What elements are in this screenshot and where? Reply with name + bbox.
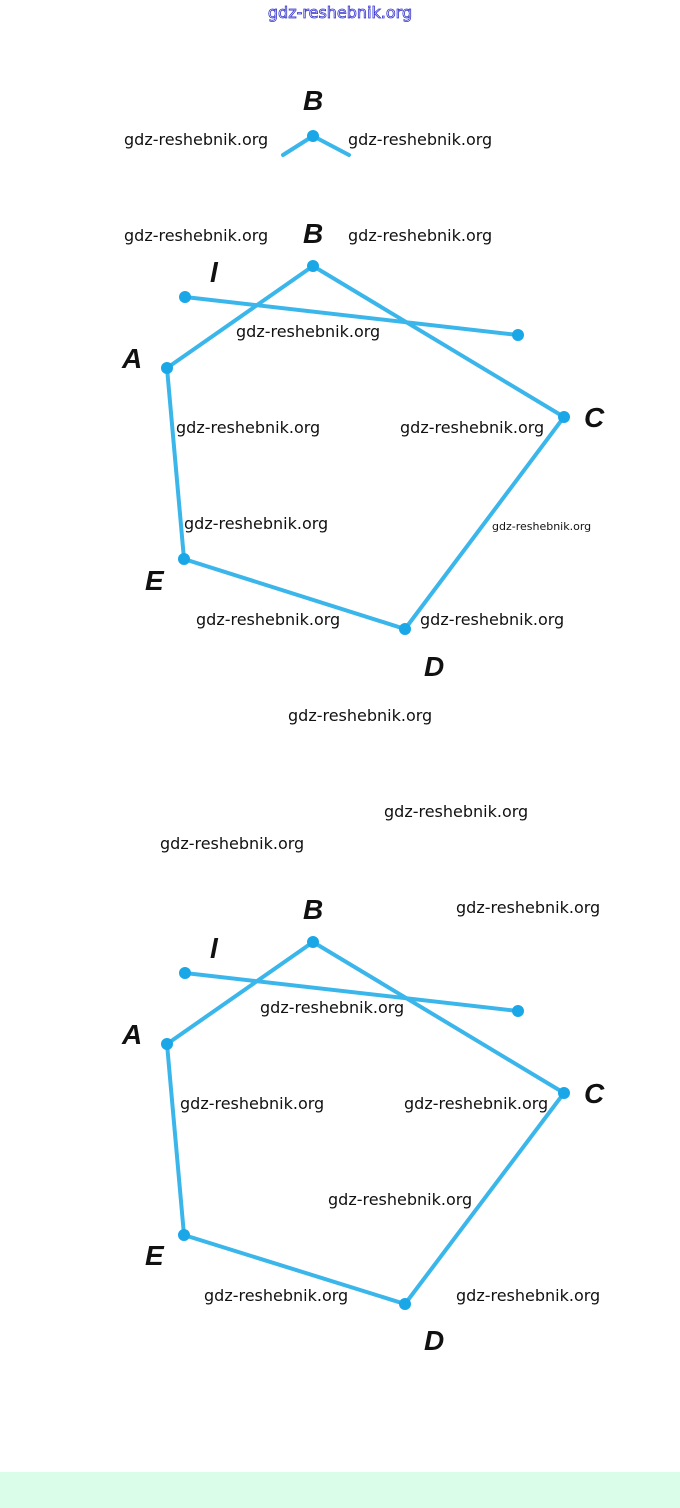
watermark: gdz-reshebnik.org bbox=[176, 418, 320, 437]
watermark: gdz-reshebnik.org bbox=[348, 226, 492, 245]
point-e bbox=[178, 1229, 190, 1241]
segment-bc-fragment bbox=[311, 134, 351, 157]
point-d bbox=[399, 623, 411, 635]
figure-2: A B C D E l bbox=[121, 894, 605, 1356]
label-c: C bbox=[584, 1078, 605, 1109]
watermark: gdz-reshebnik.org bbox=[404, 1094, 548, 1113]
point-c bbox=[558, 1087, 570, 1099]
watermark: gdz-reshebnik.org bbox=[180, 1094, 324, 1113]
label-l: l bbox=[210, 933, 219, 964]
figure-fragment: B bbox=[281, 85, 351, 157]
point-l-end bbox=[512, 329, 524, 341]
point-c bbox=[558, 411, 570, 423]
watermark: gdz-reshebnik.org bbox=[184, 514, 328, 533]
watermark: gdz-reshebnik.org bbox=[420, 610, 564, 629]
site-header[interactable]: gdz-reshebnik.org bbox=[267, 3, 412, 23]
line-l bbox=[183, 295, 520, 337]
point-l-end bbox=[512, 1005, 524, 1017]
watermark: gdz-reshebnik.org bbox=[196, 610, 340, 629]
bottom-band bbox=[0, 1472, 680, 1508]
watermark: gdz-reshebnik.org bbox=[204, 1286, 348, 1305]
watermarks: gdz-reshebnik.org gdz-reshebnik.org gdz-… bbox=[124, 130, 600, 1305]
figure-1: A B C D E l bbox=[121, 218, 605, 682]
label-b: B bbox=[303, 894, 323, 925]
label-l: l bbox=[210, 257, 219, 288]
label-e: E bbox=[145, 565, 165, 596]
point-a bbox=[161, 1038, 173, 1050]
point-b bbox=[307, 936, 319, 948]
watermark: gdz-reshebnik.org bbox=[124, 226, 268, 245]
point-b bbox=[307, 260, 319, 272]
label-a: A bbox=[121, 1019, 142, 1050]
label-e: E bbox=[145, 1240, 165, 1271]
pentagon-abcde bbox=[164, 939, 567, 1307]
watermark: gdz-reshebnik.org bbox=[492, 520, 591, 533]
line-l bbox=[183, 971, 520, 1013]
watermark: gdz-reshebnik.org bbox=[288, 706, 432, 725]
watermark: gdz-reshebnik.org bbox=[260, 998, 404, 1017]
watermark: gdz-reshebnik.org bbox=[456, 898, 600, 917]
watermark: gdz-reshebnik.org bbox=[348, 130, 492, 149]
watermark: gdz-reshebnik.org bbox=[400, 418, 544, 437]
watermark: gdz-reshebnik.org bbox=[456, 1286, 600, 1305]
point-e bbox=[178, 553, 190, 565]
watermark: gdz-reshebnik.org bbox=[160, 834, 304, 853]
point-d bbox=[399, 1298, 411, 1310]
point-b bbox=[307, 130, 319, 142]
label-d: D bbox=[424, 651, 444, 682]
label-b: B bbox=[303, 218, 323, 249]
point-l-start bbox=[179, 291, 191, 303]
watermark: gdz-reshebnik.org bbox=[124, 130, 268, 149]
label-a: A bbox=[121, 343, 142, 374]
label-c: C bbox=[584, 402, 605, 433]
watermark: gdz-reshebnik.org bbox=[236, 322, 380, 341]
point-a bbox=[161, 362, 173, 374]
pentagon-abcde bbox=[164, 263, 567, 632]
watermark: gdz-reshebnik.org bbox=[384, 802, 528, 821]
label-b: B bbox=[303, 85, 323, 116]
point-l-start bbox=[179, 967, 191, 979]
label-d: D bbox=[424, 1325, 444, 1356]
watermark: gdz-reshebnik.org bbox=[328, 1190, 472, 1209]
